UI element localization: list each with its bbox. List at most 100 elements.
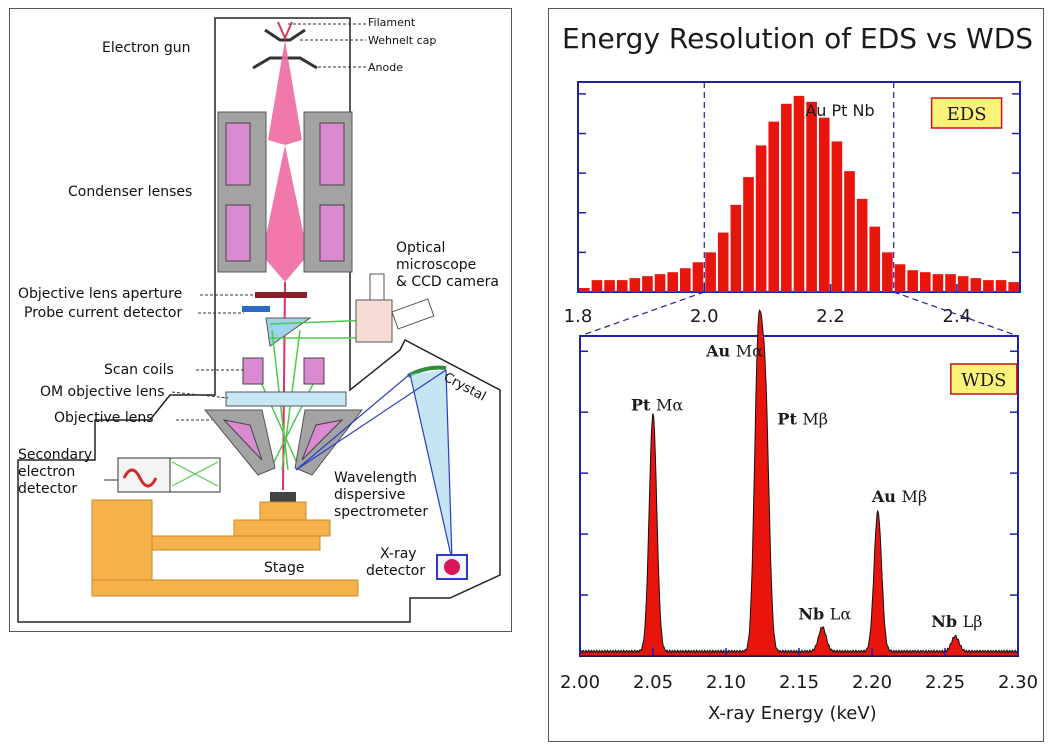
eds-bar-8 [680,268,691,292]
eds-bar-5 [642,276,653,292]
label-electron: electron [18,464,76,480]
secondary-electron-detector [104,457,221,493]
sample [270,492,296,502]
eds-bar-23 [869,226,881,292]
objective-aperture [255,292,307,298]
eds-bar-28 [932,274,944,292]
label-objective-lens: Objective lens [54,410,154,426]
zoom-guide-right [893,291,1019,337]
wds-xtick-label-3: 2.15 [779,672,819,693]
eds-bar-32 [983,280,994,292]
eds-bar-29 [945,274,956,292]
eds-bar-26 [907,270,918,292]
eds-bar-19 [818,117,830,293]
label-spectrometer: spectrometer [334,504,429,520]
eds-badge-label: EDS [947,104,987,125]
chart-title: Energy Resolution of EDS vs WDS [562,22,1034,55]
eds-bar-2 [604,280,615,292]
optical-microscope-camera [355,273,435,343]
wds-spectrum [579,308,1019,657]
eds-xtick-label-1: 2.0 [690,306,719,327]
eds-bar-0 [579,288,590,292]
probe-current-detector [242,306,270,312]
om-objective-lens [225,391,347,407]
label-dispersive: dispersive [334,487,406,503]
label-objective-aperture: Objective lens aperture [18,286,183,302]
wds-xtick-label-1: 2.05 [633,672,673,693]
eds-bar-30 [957,276,969,292]
label-om-objective-lens: OM objective lens [40,384,165,400]
label-condenser-lenses: Condenser lenses [68,184,193,200]
label-detector: detector [18,481,78,497]
eds-bar-13 [743,177,754,292]
wds-peak-label-3: Au Mβ [871,487,927,506]
chart-panel [548,8,1044,742]
eds-bar-3 [616,280,628,292]
eds-bar-18 [806,101,817,293]
label-probe-current-detector: Probe current detector [24,305,183,321]
eds-bar-15 [768,121,780,292]
label-xray-detector: detector [366,563,426,579]
eds-xtick-label-3: 2.4 [943,306,972,327]
eds-bar-4 [629,278,641,292]
condenser-lens-left [217,111,267,273]
condenser-lens-right [303,111,353,273]
eds-bar-14 [755,145,767,292]
eds-bar-16 [781,103,792,292]
wds-rays [295,369,453,561]
eds-bar-34 [1008,282,1019,292]
zoom-guide-left [579,291,705,337]
sem-diagram-panel [9,8,512,632]
wds-badge-box [950,363,1018,395]
wds-peak-label-1: Au Mα [705,341,763,360]
wds-xtick-label-5: 2.25 [925,672,965,693]
label-optical: Optical [396,240,446,256]
eds-bar-27 [919,272,931,292]
x-axis-label: X-ray Energy (keV) [708,703,877,724]
label-anode: Anode [368,61,403,74]
wds-badge-label: WDS [961,370,1006,391]
label-stage: Stage [264,560,305,576]
eds-bar-11 [717,232,729,292]
eds-bar-33 [995,280,1007,292]
eds-bar-7 [667,272,679,292]
column-outline [17,17,501,623]
wds-peak-label-5: Nb Lβ [931,612,982,631]
eds-bar-17 [793,95,805,293]
label-xray: X-ray [380,546,417,562]
eds-xtick-label-2: 2.2 [816,306,845,327]
label-filament: Filament [368,16,416,29]
label-secondary: Secondary [18,447,93,463]
scan-coil-left [242,357,264,385]
label-wehnelt-cap: Wehnelt cap [368,34,437,47]
eds-bar-12 [730,204,742,292]
objective-lens-left [203,409,276,476]
eds-bar-10 [705,252,716,292]
electron-beam-mid [262,145,308,282]
label-electron-gun: Electron gun [102,40,191,56]
label-ccd-camera: & CCD camera [396,274,500,290]
wds-peak-label-2: Pt Mβ [777,409,828,428]
stage [91,499,359,597]
label-microscope: microscope [396,257,477,273]
eds-bar-20 [831,141,843,292]
eds-bar-22 [856,198,868,292]
wds-peak-label-4: Nb Lα [798,605,851,624]
wds-xtick-label-4: 2.20 [852,672,892,693]
label-wavelength: Wavelength [334,470,418,486]
eds-bar-21 [844,171,855,292]
scan-coil-right [303,357,325,385]
eds-xtick-label-0: 1.8 [564,306,593,327]
om-mirror [265,317,312,347]
wds-xtick-label-0: 2.00 [560,672,600,693]
eds-bar-1 [591,280,603,292]
eds-bar-25 [894,264,906,292]
eds-element-annotation: Au Pt Nb [805,101,874,120]
eds-bar-9 [692,262,704,292]
filament [277,21,293,41]
eds-badge-box [930,97,1003,129]
wds-xtick-label-2: 2.10 [706,672,746,693]
eds-bar-24 [882,252,893,292]
